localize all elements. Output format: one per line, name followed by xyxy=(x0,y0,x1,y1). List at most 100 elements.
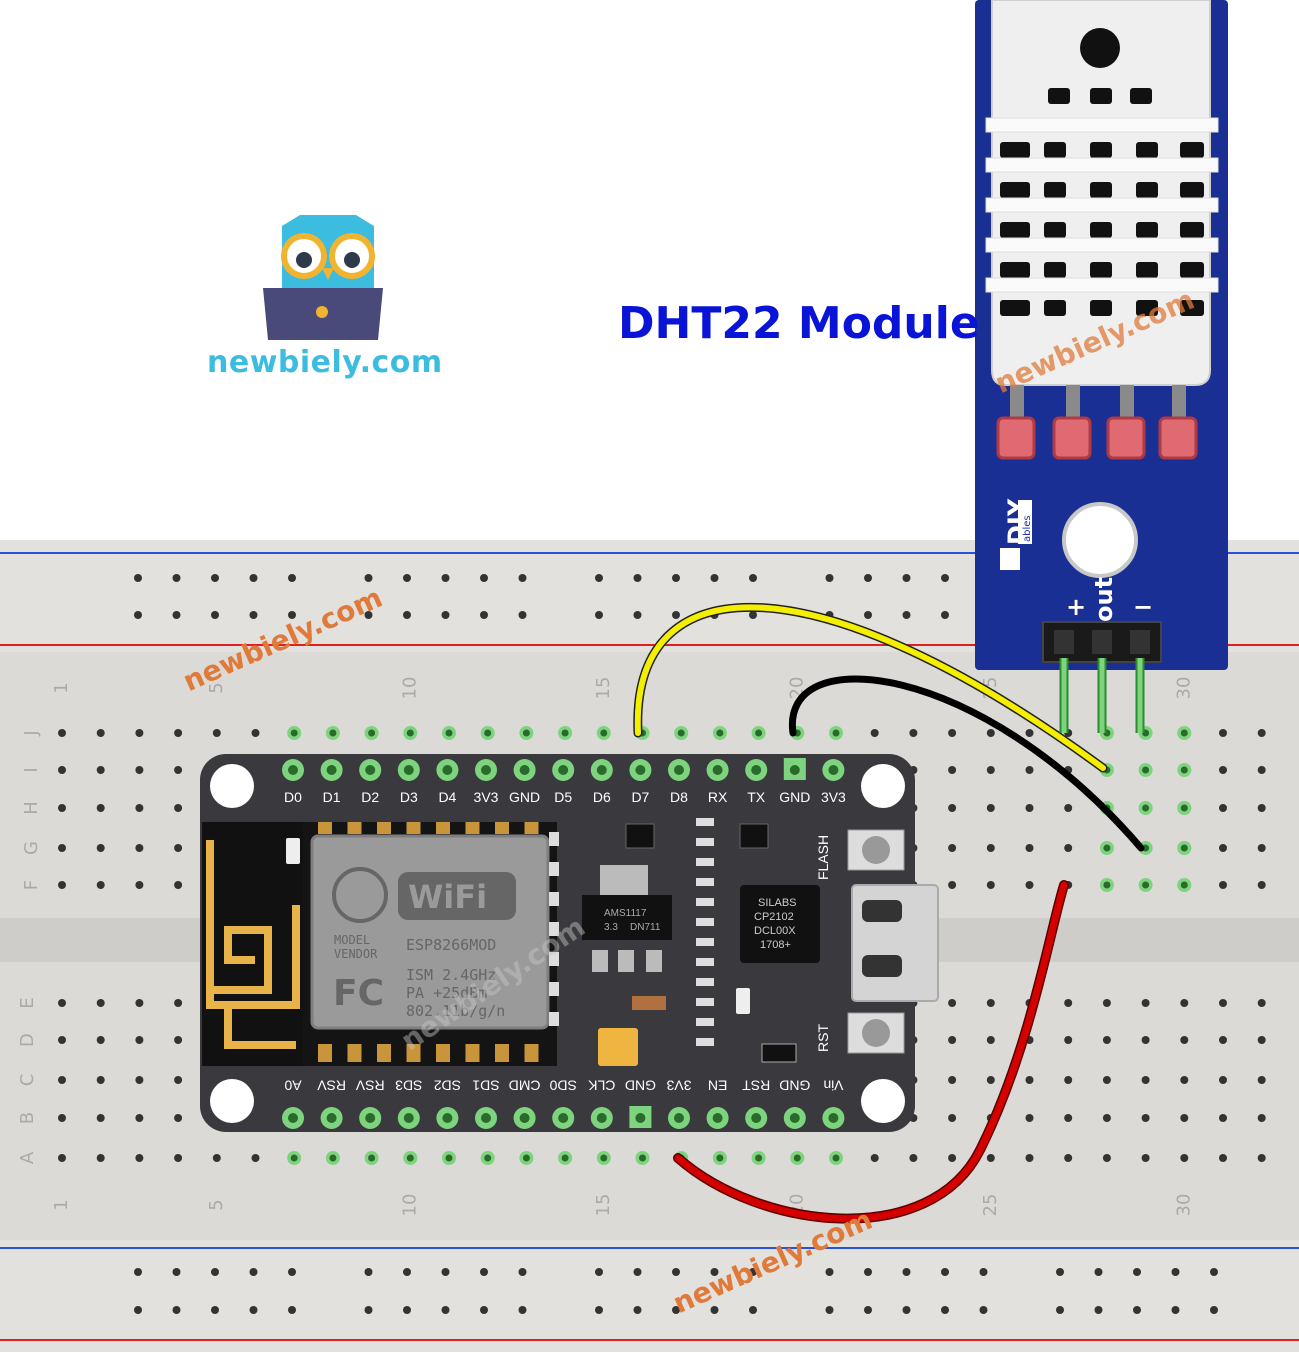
module-pad xyxy=(436,822,450,834)
module-pad xyxy=(347,822,362,834)
rail-hole xyxy=(441,611,450,619)
row-label: E xyxy=(17,997,38,1008)
smd-resistor xyxy=(696,1038,714,1046)
grille-slot xyxy=(1090,182,1112,198)
rail-hole xyxy=(595,1306,603,1314)
breadboard-hole xyxy=(1257,1114,1266,1122)
row-label: F xyxy=(21,880,42,890)
breadboard-hole xyxy=(58,1036,66,1044)
regulator-label: AMS1117 xyxy=(604,908,647,919)
rail-hole xyxy=(249,574,258,582)
rail-hole xyxy=(710,1268,719,1276)
breadboard-hole xyxy=(58,766,66,774)
column-number: 30 xyxy=(1173,677,1194,700)
pin-label-bottom: CMD xyxy=(509,1077,541,1093)
breadboard-hole xyxy=(1141,1154,1150,1162)
breadboard-hole xyxy=(135,1036,144,1044)
rail-hole xyxy=(211,1268,219,1276)
breadboard-hole xyxy=(1257,881,1266,889)
breadboard-hole xyxy=(909,729,918,737)
breadboard-hole xyxy=(986,1076,995,1084)
breadboard-hole xyxy=(1102,1154,1111,1162)
usb-serial-chip xyxy=(740,885,820,963)
rail-hole xyxy=(134,574,142,582)
module-pad xyxy=(318,1044,332,1062)
breadboard-hole xyxy=(96,1114,105,1122)
pin-label-top: GND xyxy=(509,789,540,805)
breadboard-hole xyxy=(174,729,183,737)
pin-label-top: 3V3 xyxy=(821,789,846,805)
row-label: D xyxy=(17,1033,38,1047)
rst-label: RST xyxy=(815,1024,831,1052)
rail-hole xyxy=(403,574,411,582)
grille-slot xyxy=(1044,300,1066,316)
breadboard-hole xyxy=(96,804,105,812)
module-side-pad xyxy=(549,1012,559,1026)
breadboard-hole xyxy=(1219,844,1227,852)
rail-hole xyxy=(172,574,181,582)
rail-hole xyxy=(902,574,911,582)
breadboard-hole xyxy=(1102,999,1111,1007)
module-side-pad xyxy=(549,832,559,846)
breadboard-hole xyxy=(1219,1036,1227,1044)
module-ism: ISM 2.4GHz xyxy=(406,966,496,984)
module-pad xyxy=(465,1044,480,1062)
column-number: 5 xyxy=(206,1199,227,1210)
pin-label-bottom: 3V3 xyxy=(666,1077,691,1093)
breadboard-hole xyxy=(96,1036,105,1044)
smd-resistor xyxy=(696,858,714,866)
breadboard-hole xyxy=(135,1076,144,1084)
grille-slot xyxy=(1090,222,1112,238)
module-pad xyxy=(524,822,539,834)
rail-hole xyxy=(403,611,411,619)
rail-hole xyxy=(595,574,603,582)
smd-resistor xyxy=(696,918,714,926)
breadboard-hole xyxy=(948,881,957,889)
breadboard-hole xyxy=(1257,1036,1266,1044)
rail-hole xyxy=(172,611,181,619)
regulator-code: DN711 xyxy=(630,922,661,933)
breadboard-hole xyxy=(909,1154,918,1162)
breadboard-hole xyxy=(135,881,144,889)
grille-slot xyxy=(1048,88,1070,104)
rail-hole xyxy=(749,1268,757,1276)
breadboard-hole xyxy=(58,804,66,812)
breadboard-hole xyxy=(96,999,105,1007)
rail-hole xyxy=(1056,1268,1064,1276)
breadboard-hole xyxy=(986,1154,995,1162)
smd-resistor xyxy=(696,1018,714,1026)
rail-hole xyxy=(902,1306,911,1314)
breadboard-hole xyxy=(1219,1114,1227,1122)
breadboard-hole xyxy=(948,844,957,852)
grille-slot xyxy=(1130,88,1152,104)
wifi-logo-text: WiFi xyxy=(408,878,487,916)
breadboard-hole xyxy=(1141,1036,1150,1044)
breadboard-hole xyxy=(96,729,105,737)
breadboard-hole xyxy=(986,766,995,774)
breadboard-hole xyxy=(948,1114,957,1122)
breadboard-hole xyxy=(1064,1114,1073,1122)
module-pad xyxy=(377,822,391,834)
rail-hole xyxy=(518,611,527,619)
breadboard-hole xyxy=(58,1076,66,1084)
rail-hole xyxy=(979,1306,988,1314)
pin-label-top: D6 xyxy=(593,789,611,805)
rail-hole xyxy=(825,574,834,582)
flash-label: FLASH xyxy=(815,835,831,880)
rail-hole xyxy=(749,611,757,619)
breadboard-hole xyxy=(1141,1076,1150,1084)
breadboard-hole xyxy=(174,1154,183,1162)
module-model: MODEL xyxy=(334,933,370,947)
rail-hole xyxy=(672,1268,680,1276)
breadboard-hole xyxy=(1064,844,1073,852)
rail-hole xyxy=(480,1268,488,1276)
breadboard-hole xyxy=(948,766,957,774)
breadboard-hole xyxy=(174,804,183,812)
breadboard-hole xyxy=(58,999,66,1007)
breadboard-hole xyxy=(1064,1076,1073,1084)
rail-hole xyxy=(941,574,949,582)
pin-label-bottom: A0 xyxy=(284,1077,301,1093)
chip-model: CP2102 xyxy=(754,911,794,923)
breadboard-hole xyxy=(174,1114,183,1122)
